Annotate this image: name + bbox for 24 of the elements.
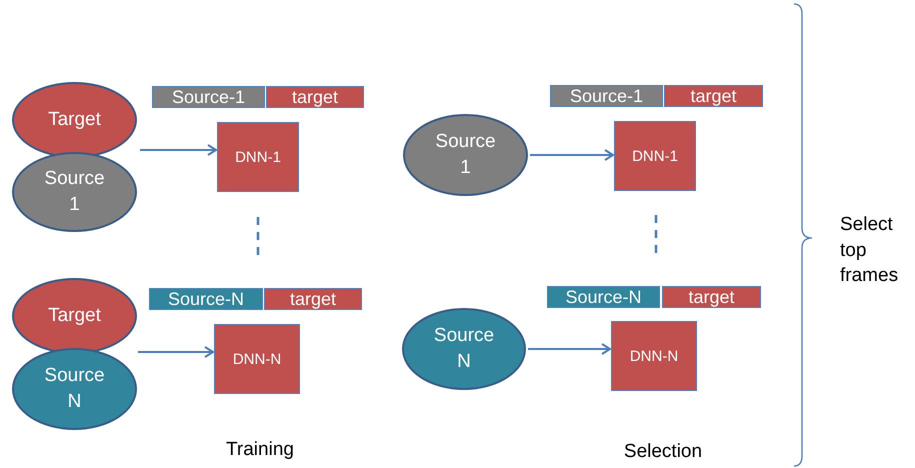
label-bar: Source-1 bbox=[152, 86, 265, 108]
ellipse: Source N bbox=[12, 348, 137, 430]
caption-text: Select top frames bbox=[840, 213, 900, 288]
network-box: DNN-N bbox=[214, 324, 300, 394]
label-bar: Source-N bbox=[149, 288, 263, 310]
label-bar: target bbox=[664, 85, 763, 107]
label-bar: Source-1 bbox=[550, 85, 663, 107]
ellipse: Target bbox=[12, 278, 137, 354]
label-bar: target bbox=[266, 86, 364, 108]
ellipse: Source 1 bbox=[403, 114, 528, 196]
network-box: DNN-1 bbox=[217, 122, 299, 192]
ellipse: Source N bbox=[402, 308, 526, 390]
arrow bbox=[138, 346, 214, 358]
ellipse: Source 1 bbox=[12, 152, 137, 232]
label-bar: target bbox=[264, 288, 362, 310]
arrow bbox=[140, 144, 217, 156]
label-bar: Source-N bbox=[547, 286, 660, 308]
label-bar: target bbox=[662, 286, 761, 308]
arrow bbox=[528, 343, 611, 355]
network-box: DNN-1 bbox=[614, 121, 696, 191]
caption-text: Training bbox=[225, 438, 295, 462]
caption-text: Selection bbox=[622, 440, 704, 464]
arrow bbox=[530, 149, 614, 161]
network-box: DNN-N bbox=[611, 321, 697, 391]
